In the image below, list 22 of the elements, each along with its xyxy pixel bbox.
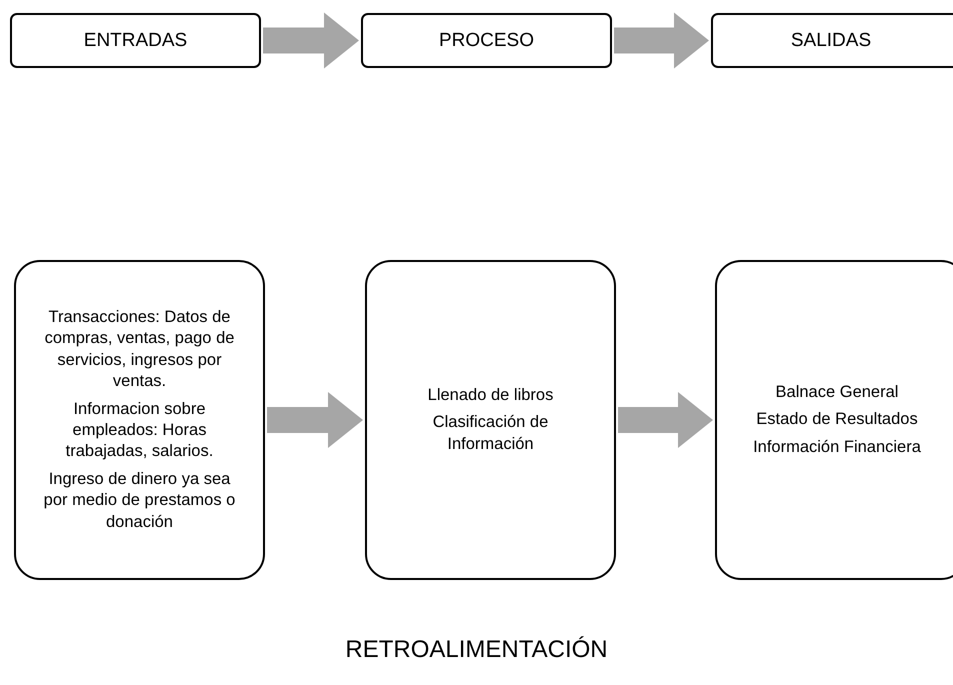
process-box (14, 260, 265, 580)
process-box (715, 260, 953, 580)
box-text: Ingreso de dinero ya sea por medio de prestamos o donación (42, 468, 236, 533)
stage-box (711, 13, 953, 68)
box-text: Informacion sobre empleados: Horas trabajadas, salarios. (64, 398, 214, 462)
box-text: Información Financiera (753, 436, 921, 458)
box-text: Balnace General (776, 382, 898, 403)
box-text: Transacciones: Datos de compras, ventas, pago de servicios, ingresos por ventas. (44, 306, 236, 392)
block-arrow (263, 12, 359, 68)
box-text: Clasificación de Información (432, 412, 550, 455)
box-text: SALIDAS (790, 30, 872, 52)
block-arrow (267, 392, 363, 448)
feedback-label: RETROALIMENTACIÓN (345, 636, 608, 663)
stage-box (361, 13, 612, 68)
box-text: Estado de Resultados (756, 409, 918, 430)
box-text: Llenado de libros (428, 384, 554, 406)
box-text: ENTRADAS (84, 30, 188, 52)
box-text: PROCESO (438, 30, 534, 52)
block-arrow (618, 392, 713, 448)
block-arrow (614, 12, 709, 68)
process-box (365, 260, 616, 580)
stage-box (10, 13, 261, 68)
